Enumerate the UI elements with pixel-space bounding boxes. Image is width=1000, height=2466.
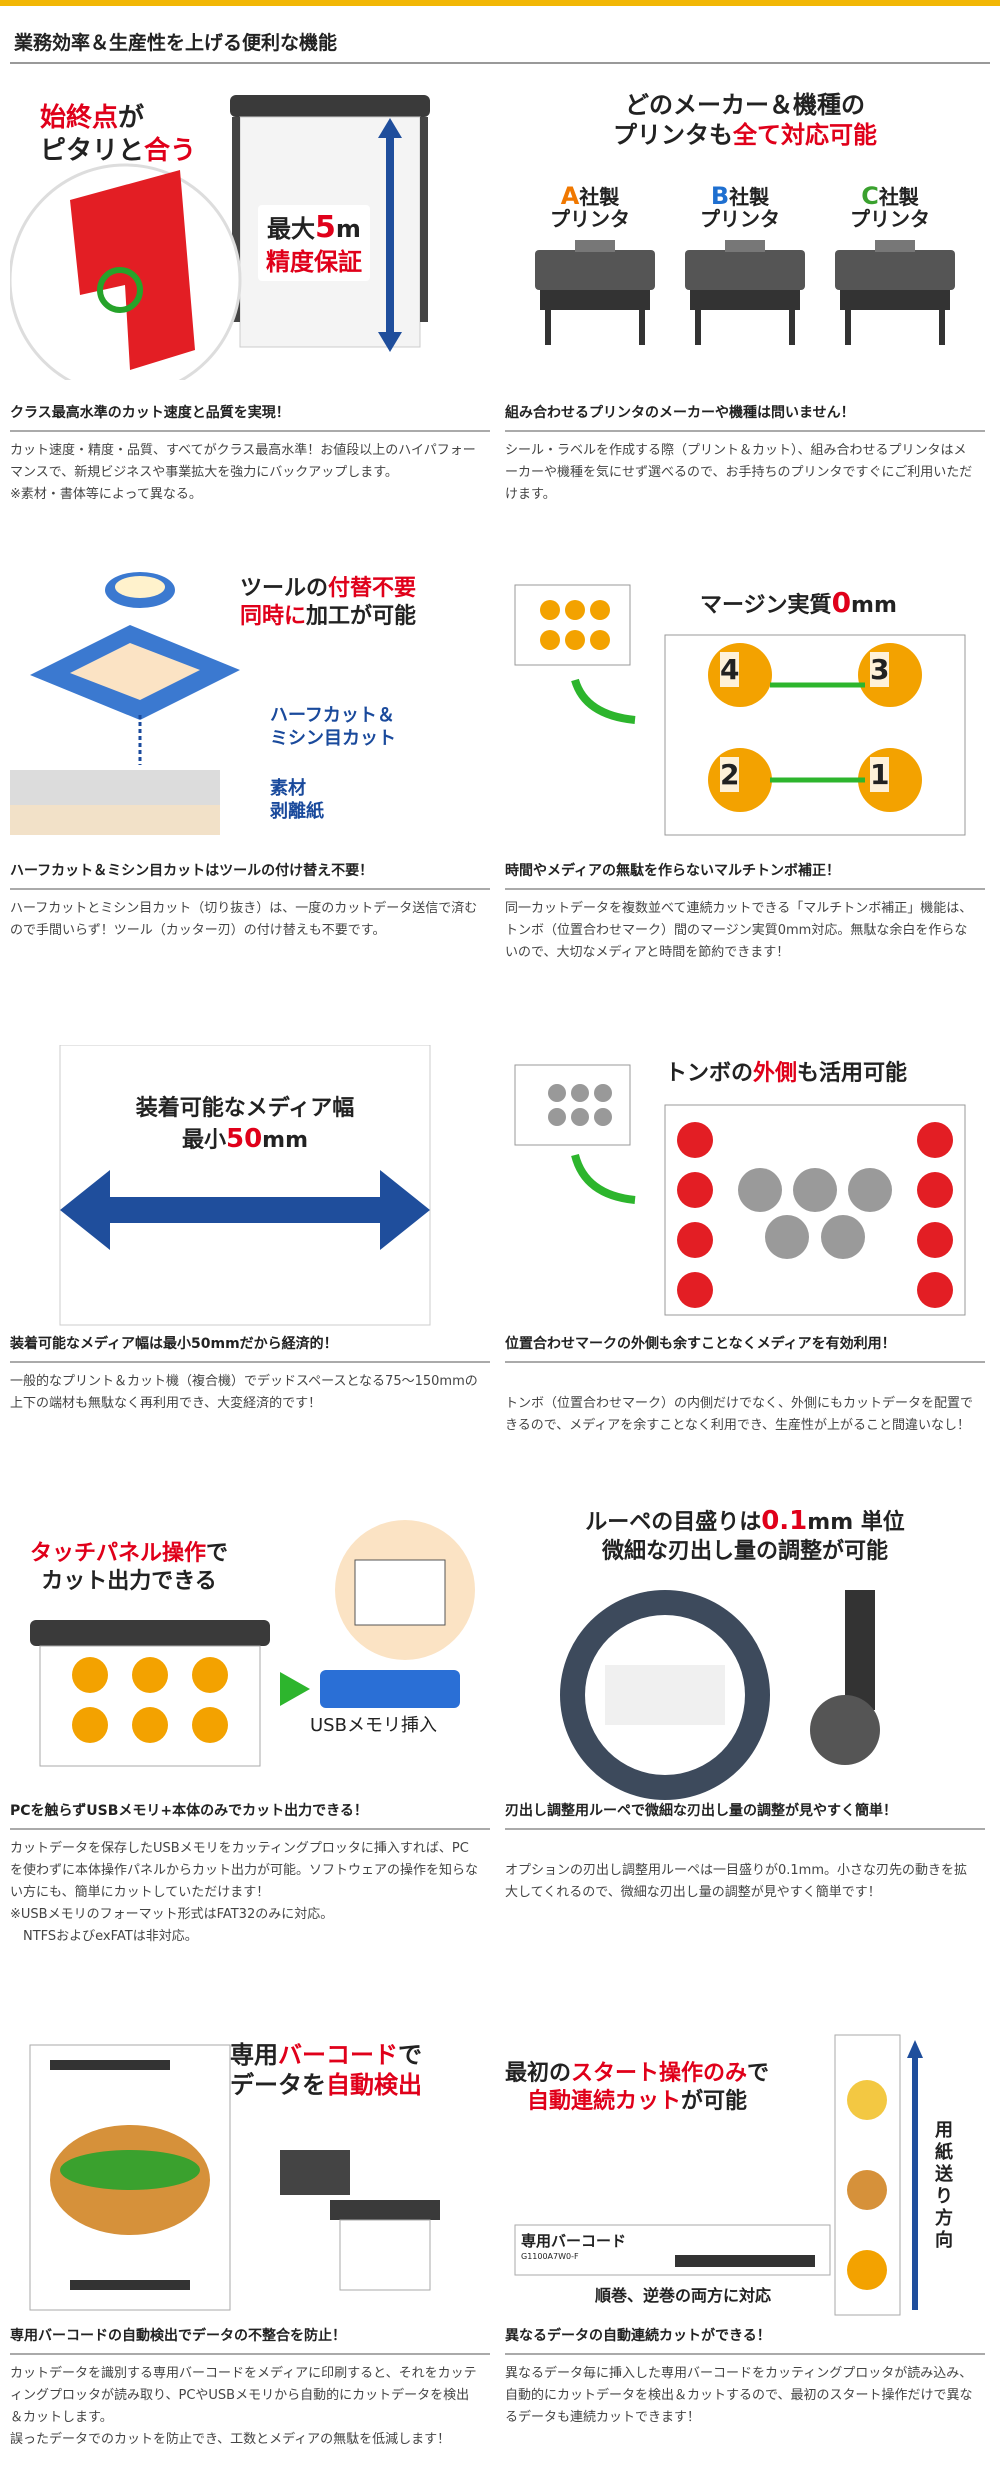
- barcode-label: 専用バーコード: [521, 2232, 627, 2250]
- top-accent-bar: [0, 0, 1000, 6]
- halfcut-label: ハーフカット＆ミシン目カット: [270, 705, 396, 749]
- usb-description: カットデータを保存したUSBメモリをカッティングプロッタに挿入すれば、PCを使わ…: [10, 1841, 479, 1944]
- barcode-headline: 専用バーコードで データを自動検出: [230, 2041, 422, 2099]
- zero-margin-caption: 時間やメディアの無駄を作らないマルチトンボ補正！: [505, 860, 985, 890]
- outside-marks-illustration: [514, 1064, 966, 1316]
- headline-start-end: 始終点: [40, 103, 119, 133]
- continuous-illustration: [514, 2034, 923, 2316]
- layer-labels: 素材剥離紙: [270, 778, 324, 823]
- continuous-headline: 最初のスタート操作のみで 自動連続カットが可能: [505, 2061, 770, 2114]
- barcode-description: カットデータを識別する専用バーコードをメディアに印刷すると、それをカッティングプ…: [10, 2366, 477, 2447]
- media-width-headline: 装着可能なメディア幅 最小50mm: [135, 1096, 355, 1154]
- accuracy-badge: 最大5m 精度保証: [258, 205, 370, 281]
- printer-row: A社製プリンタ B社製プリンタ C社製プリンタ: [505, 182, 985, 385]
- feed-direction-label: 用紙送り方向: [935, 2120, 953, 2251]
- roll-label: 順巻、逆巻の両方に対応: [595, 2286, 772, 2305]
- usb-headline: タッチパネル操作で カット出力できる: [30, 1541, 229, 1594]
- printer-description: シール・ラベルを作成する際（プリント＆カット）、組み合わせるプリンタはメーカーや…: [505, 443, 973, 502]
- printer-graphics: [535, 240, 955, 345]
- media-width-illustration: [59, 1045, 431, 1326]
- accuracy-caption: クラス最高水準のカット速度と品質を実現！: [10, 402, 490, 432]
- halfcut-description: ハーフカットとミシン目カット（切り抜き）は、一度のカットデータ送信で済むので手間…: [10, 901, 478, 938]
- media-width-caption: 装着可能なメディア幅は最小50mmだから経済的！: [10, 1333, 490, 1363]
- zero-margin-headline: マージン実質0mm: [700, 586, 897, 619]
- feature-auto-continuous: 最初のスタート操作のみで 自動連続カットが可能 専用バーコード G1100A7W…: [505, 2030, 985, 2466]
- outside-marks-caption: 位置合わせマークの外側も余すことなくメディアを有効利用！: [505, 1333, 985, 1363]
- number-1: 1: [870, 757, 890, 792]
- barcode-caption: 専用バーコードの自動検出でデータの不整合を防止！: [10, 2325, 490, 2355]
- accuracy-headline: 始終点が ピタリと合う: [40, 102, 196, 167]
- continuous-caption: 異なるデータの自動連続カットができる！: [505, 2325, 985, 2355]
- printer-c: C社製プリンタ: [850, 182, 930, 231]
- feature-media-width: 装着可能なメディア幅 最小50mm 装着可能なメディア幅は最小50mmだから経済…: [10, 1045, 490, 1505]
- barcode-code: G1100A7W0-F: [521, 2252, 579, 2261]
- headline-exactly: ピタリと: [40, 135, 145, 166]
- continuous-description: 異なるデータ毎に挿入した専用バーコードをカッティングプロッタが読み込み、自動的に…: [505, 2366, 973, 2425]
- feature-accuracy: 始終点が ピタリと合う 最大5m 精度保証 クラス最高水準のカット速度と品質を実…: [8, 80, 490, 540]
- feature-usb-cut: タッチパネル操作で カット出力できる USBメモリ挿入 PCを触らずUSBメモリ…: [10, 1500, 490, 1980]
- halfcut-headline: ツールの付替不要 同時に加工が可能: [240, 576, 417, 629]
- feature-any-printer: どのメーカー＆機種の プリンタも全て対応可能 A社製プリンタ B社製プリンタ C…: [505, 80, 985, 540]
- usb-caption: PCを触らずUSBメモリ+本体のみでカット出力できる！: [10, 1800, 490, 1830]
- halfcut-illustration: [10, 572, 240, 835]
- printer-caption: 組み合わせるプリンタのメーカーや機種は問いません！: [505, 402, 985, 432]
- printer-b: B社製プリンタ: [700, 182, 780, 231]
- loupe-caption: 刃出し調整用ルーペで微細な刃出し量の調整が見やすく簡単！: [505, 1800, 985, 1830]
- number-3: 3: [870, 652, 890, 687]
- page-title: 業務効率＆生産性を上げる便利な機能: [14, 32, 338, 54]
- number-4: 4: [720, 652, 740, 687]
- headline-particle: が: [118, 103, 145, 133]
- outside-marks-headline: トンボの外側も活用可能: [665, 1061, 908, 1086]
- usb-illustration: [30, 1520, 475, 1767]
- feature-barcode: 専用バーコードで データを自動検出 専用バーコードの自動検出でデータの不整合を防…: [10, 2030, 490, 2466]
- halfcut-caption: ハーフカット＆ミシン目カットはツールの付け替え不要！: [10, 860, 490, 890]
- feature-loupe: ルーペの目盛りは0.1mm 単位 微細な刃出し量の調整が可能 刃出し調整用ルーペ…: [505, 1500, 985, 1980]
- loupe-illustration: [560, 1590, 880, 1800]
- feature-outside-marks: トンボの外側も活用可能 位置合わせマークの外側も余すことなくメディアを有効利用！…: [505, 1045, 985, 1505]
- usb-insert-label: USBメモリ挿入: [310, 1715, 437, 1736]
- outside-marks-description: トンボ（位置合わせマーク）の内側だけでなく、外側にもカットデータを配置できるので…: [505, 1396, 974, 1433]
- printer-a: A社製プリンタ: [550, 182, 630, 231]
- zero-margin-illustration: [514, 584, 966, 836]
- loupe-headline: ルーペの目盛りは0.1mm 単位 微細な刃出し量の調整が可能: [585, 1506, 905, 1564]
- number-2: 2: [720, 757, 740, 792]
- media-width-description: 一般的なプリント＆カット機（複合機）でデッドスペースとなる75〜150mmの上下…: [10, 1374, 478, 1411]
- barcode-illustration: [29, 2044, 440, 2311]
- printer-headline: どのメーカー＆機種の プリンタも全て対応可能: [613, 91, 877, 149]
- zero-margin-description: 同一カットデータを複数並べて連続カットできる「マルチトンボ補正」機能は、トンボ（…: [505, 901, 973, 960]
- feature-no-tool-change: ツールの付替不要 同時に加工が可能 ハーフカット＆ミシン目カット 素材剥離紙 ハ…: [10, 555, 490, 1015]
- loupe-description: オプションの刃出し調整用ルーペは一目盛りが0.1mm。小さな刃先の動きを拡大して…: [505, 1863, 968, 1900]
- headline-match: 合う: [144, 135, 197, 166]
- feature-zero-margin: マージン実質0mm 4 3 2 1 時間やメディアの無駄を作らないマルチトンボ補…: [505, 555, 985, 1015]
- accuracy-description: カット速度・精度・品質、すべてがクラス最高水準！お値段以上のハイパフォーマンスで…: [10, 443, 476, 502]
- title-divider: [10, 62, 990, 64]
